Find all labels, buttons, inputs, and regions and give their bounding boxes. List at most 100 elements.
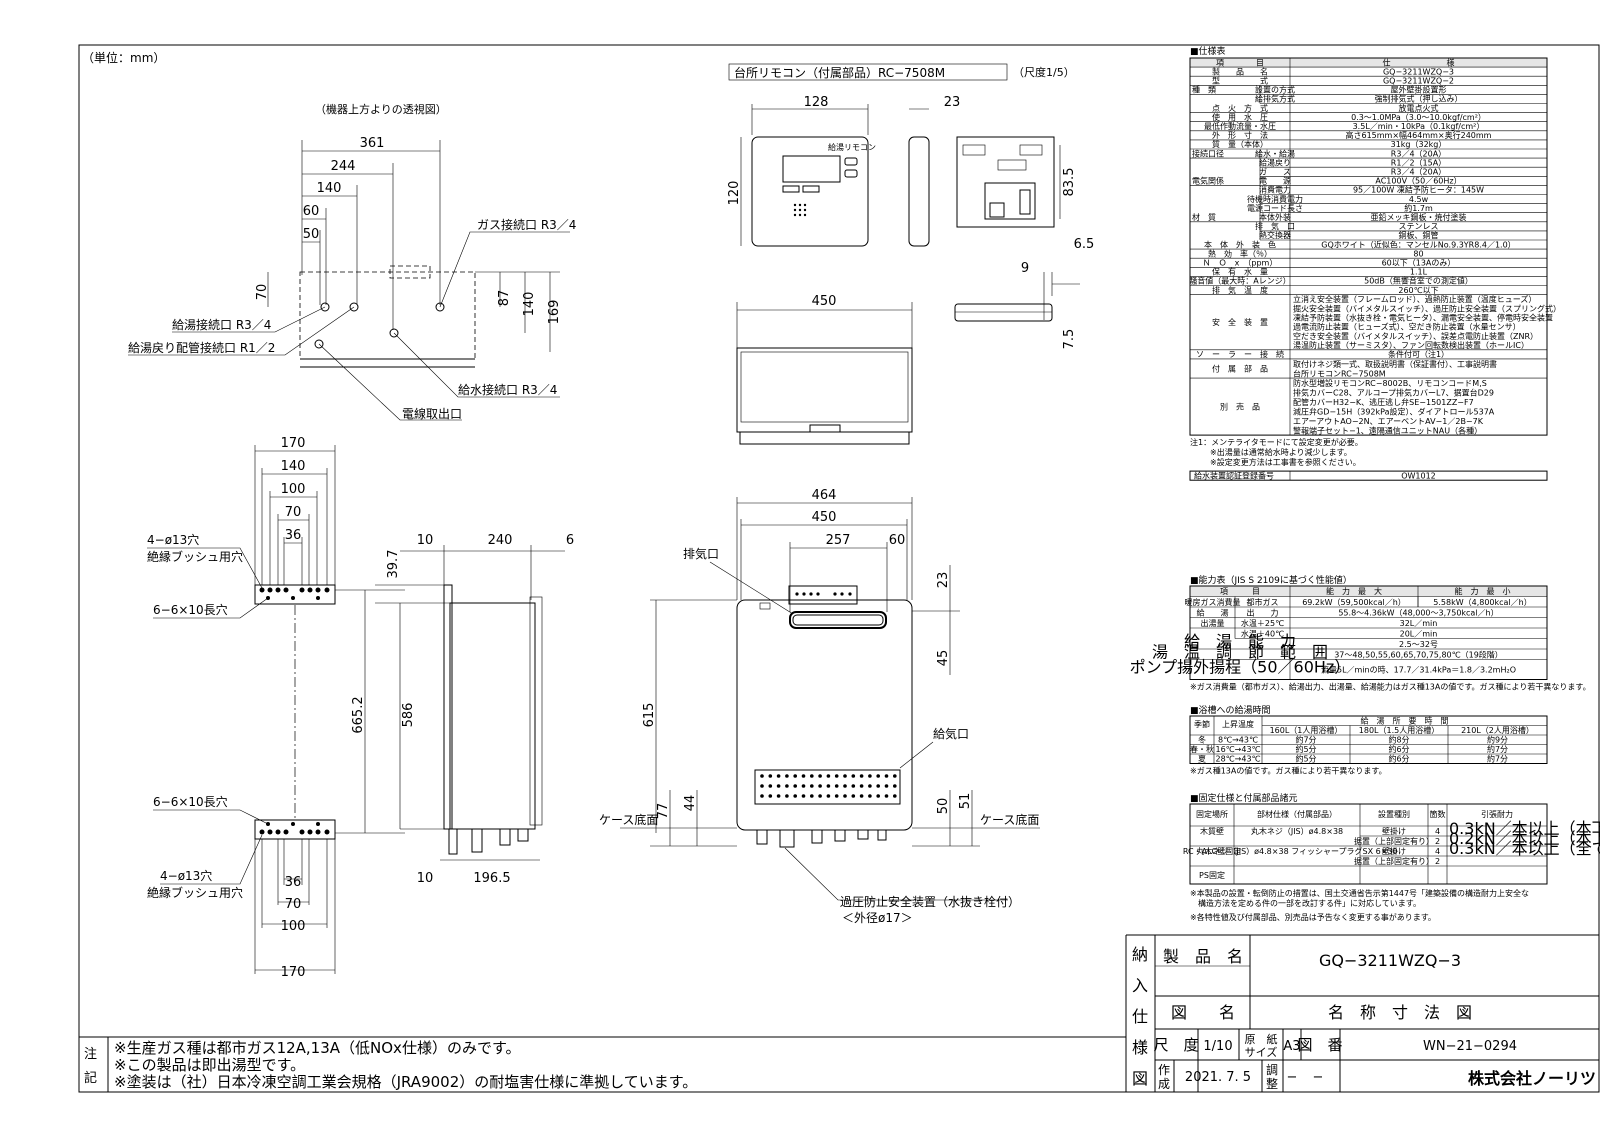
spec-row-label: 型 式 <box>1212 76 1268 86</box>
side-dim-10b: 10 <box>417 871 434 886</box>
fix-cell: 木質壁 <box>1200 826 1224 836</box>
tb-adj-value-2: − <box>1313 1070 1324 1085</box>
label-drain-dia: ＜外径ø17＞ <box>842 911 913 925</box>
remote-dim-depth: 23 <box>944 95 961 110</box>
tb-drawing-value: 名 称 寸 法 図 <box>1328 1003 1472 1022</box>
spec-row-label: 保 有 水 量 <box>1212 267 1268 277</box>
side-view: 10 240 6 39.7 665.2 586 10 196.5 <box>351 533 574 886</box>
tb-product-label: 製 品 名 <box>1163 947 1243 966</box>
tb-paper-label-1: 原 紙 <box>1245 1032 1278 1046</box>
port-hot <box>320 302 330 312</box>
remote-logo: 給湯リモコン <box>828 142 876 152</box>
capacity-note: ※ガス消費量（都市ガス）、給湯出力、出湯量、給湯能力はガス種13Aの値です。ガス… <box>1190 682 1591 692</box>
plan-dim-450: 450 <box>812 294 837 309</box>
cap-row-value: 2.5〜32号 <box>1399 640 1438 649</box>
cap-row-label: ポンプ揚外揚程（50／60Hz） <box>1130 658 1351 677</box>
bt-slot-label: 6−6×10長穴 <box>153 602 228 617</box>
bath-cell: 夏 <box>1198 755 1206 764</box>
spec-row-sublabel: 消費電力 <box>1259 185 1291 195</box>
bath-cell: 冬 <box>1198 735 1206 745</box>
tb-scale-value: 1/10 <box>1203 1039 1232 1054</box>
cap-row-label: 給 湯 <box>1197 607 1229 617</box>
spec-row-value: 80 <box>1413 249 1423 258</box>
spec-row-sublabel: 電源コード長さ <box>1247 204 1303 213</box>
spec-row-value: AC100V（50／60Hz） <box>1375 177 1461 186</box>
top-dim-60: 60 <box>303 204 320 219</box>
bt-dim-100: 100 <box>281 482 306 497</box>
fix-cell: 4 <box>1435 827 1440 836</box>
spec-footnote: ※出湯量は通常給水時より減少します。 <box>1210 447 1352 457</box>
fixing-title: ■固定仕様と付属部品諸元 <box>1190 792 1298 804</box>
fix-cell: 据置（上部固定有り） <box>1354 856 1434 866</box>
top-view-caption: （機器上方よりの透視図） <box>315 102 447 116</box>
cap-row-label: 暖房ガス消費量 <box>1185 597 1241 607</box>
front-body <box>736 599 913 831</box>
cap-row-sublabel: 水温＋40℃ <box>1241 628 1284 638</box>
bath-title: ■浴槽への給湯時間 <box>1190 704 1271 716</box>
remote-back <box>956 136 1055 228</box>
note-line-3: ※塗装は（社）日本冷凍空調工業会規格（JRA9002）の耐塩害仕様に準拠していま… <box>114 1073 697 1091</box>
front-dim-51: 51 <box>958 793 973 810</box>
spec-row-sublabel: 設置の方式 <box>1255 85 1295 95</box>
top-dim-70: 70 <box>255 284 270 301</box>
spec-row-value: GQ−3211WZQ−3 <box>1383 67 1454 76</box>
front-dim-615: 615 <box>642 703 657 728</box>
remote-btn-a <box>844 157 858 166</box>
note-line-1: ※生産ガス種は都市ガス12A,13A（低NOx仕様）のみです。 <box>114 1039 520 1057</box>
cap-head: 能 力 最 小 <box>1455 586 1511 596</box>
fix-head: 設置種別 <box>1378 809 1410 819</box>
cap-head: 能 力 最 大 <box>1326 586 1382 596</box>
spec-row-sublabel: 熱交換器 <box>1259 230 1291 240</box>
bath-cell: 約7分 <box>1295 735 1316 745</box>
bath-cell: 約6分 <box>1388 744 1409 754</box>
remote-dim-height: 120 <box>727 181 742 206</box>
spec-footnote: 注1：メンテライタモードにて設定変更が必要。 <box>1190 437 1363 447</box>
spec-opt-line: 配管カバーH32−K、逃圧逃し弁SE−1501ZZ−F7 <box>1293 397 1474 407</box>
spec-row-sublabel: 排 気 口 <box>1255 221 1295 231</box>
fix-head: 引張耐力 <box>1481 809 1513 819</box>
bb-hole-label: 4−ø13穴 <box>160 868 212 883</box>
spec-row-label: 電気関係 <box>1192 176 1224 186</box>
sheet-border <box>78 44 1600 1093</box>
bath-subhead: 210L（2人用浴槽） <box>1461 725 1534 735</box>
spec-head-bg <box>1190 58 1547 68</box>
spec-footnote: ※設定変更方法は工事書を参照ください。 <box>1210 457 1361 467</box>
spec-row-label: Ｎ Ｏ x （ppm） <box>1203 259 1278 268</box>
spec-safety-line: 凍結予防装置（水抜き栓・電気ヒータ）、漏電安全装置、停電時安全装置 <box>1293 313 1553 323</box>
bath-cell: 28℃→43℃ <box>1215 755 1260 764</box>
plan-outline <box>736 347 913 433</box>
port-return <box>349 302 359 312</box>
tb-adj-label-1: 調 <box>1266 1063 1278 1077</box>
bath-head: 上昇温度 <box>1222 719 1254 729</box>
top-dim-361: 361 <box>360 136 385 151</box>
tb-product-value: GQ−3211WZQ−3 <box>1319 951 1461 970</box>
cap-row-value: 32L／min <box>1400 619 1438 628</box>
spec-row-value: 260℃以下 <box>1398 286 1438 295</box>
spec-row-label: 材 質 <box>1192 212 1216 222</box>
bath-cell: 約8分 <box>1388 735 1409 745</box>
cap-row-value: 69.2kW（59,500kcal／h） <box>1302 598 1406 607</box>
bath-cell: 約5分 <box>1295 744 1316 754</box>
spec-row-value: 約1.7m <box>1404 203 1433 213</box>
title-side-text: 納 入 仕 様 図 <box>1132 945 1148 1088</box>
spec-safety-line: 過電流防止装置（ヒューズ式）、空だき防止装置（水量センサ） <box>1293 322 1521 332</box>
spec-row-value: 亜鉛メッキ鋼板・焼付塗装 <box>1371 212 1467 222</box>
label-drain: 過圧防止安全装置（水抜き栓付） <box>840 894 1020 909</box>
top-dim-169: 169 <box>547 300 562 325</box>
front-dim-77: 77 <box>656 803 671 820</box>
spec-row-value: 60以下（13Aのみ） <box>1382 259 1456 268</box>
bt-dim-70: 70 <box>285 505 302 520</box>
notes-section: 注 記 ※生産ガス種は都市ガス12A,13A（低NOx仕様）のみです。 ※この製… <box>79 1036 1126 1092</box>
side-body <box>449 602 536 830</box>
spec-row-value: 4.5w <box>1409 195 1429 204</box>
fix-cell: 丸木ネジ（JIS）ø4.8×38 <box>1251 826 1343 836</box>
svg-text:様: 様 <box>1132 1038 1148 1057</box>
remote-dim-width: 128 <box>804 95 829 110</box>
remote-btn-d <box>802 185 820 193</box>
spec-row-value: GQ−3211WZQ−2 <box>1383 77 1454 86</box>
spec-row-value: 銅板、銅管 <box>1399 230 1439 240</box>
spec-safety-line: 空だき安全装置（バイメタルスイッチ）、誤差点電防止装置（ZNR） <box>1293 331 1538 341</box>
port-water <box>389 328 399 338</box>
spec-opt-line: 減圧弁GD−15H（392kPa設定）、ダイアトロール537A <box>1293 407 1495 417</box>
